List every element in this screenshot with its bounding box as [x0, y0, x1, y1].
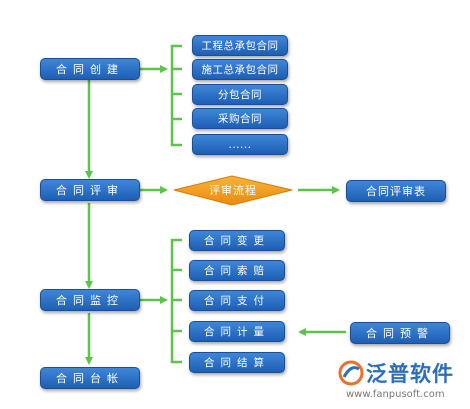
type-more[interactable]: ......	[192, 134, 288, 155]
monitor-claim[interactable]: 合同索赔	[189, 260, 285, 281]
review-process-label: 评审流程	[209, 184, 257, 197]
type-construction-contract[interactable]: 施工总承包合同	[192, 59, 288, 80]
watermark-name: 泛普软件	[366, 362, 454, 386]
step-contract-ledger[interactable]: 合同台帐	[40, 367, 140, 389]
step-contract-create[interactable]: 合同创建	[40, 58, 140, 80]
monitor-metering[interactable]: 合同计量	[189, 321, 285, 342]
monitor-payment[interactable]: 合同支付	[189, 290, 285, 311]
type-subcontract[interactable]: 分包合同	[192, 84, 288, 105]
type-purchase-contract[interactable]: 采购合同	[192, 108, 288, 129]
type-epc-contract[interactable]: 工程总承包合同	[192, 35, 288, 56]
fanpu-logo-icon	[338, 360, 364, 386]
review-result-table[interactable]: 合同评审表	[346, 180, 446, 202]
watermark-url: www.fanpusoft.com	[346, 389, 445, 400]
monitor-settlement[interactable]: 合同结算	[189, 352, 285, 373]
creation-bracket	[170, 44, 182, 147]
step-contract-monitor[interactable]: 合同监控	[40, 289, 140, 311]
review-process-diamond	[173, 175, 293, 206]
fanpu-watermark: 泛普软件 www.fanpusoft.com	[338, 356, 466, 404]
monitor-change[interactable]: 合同变更	[189, 230, 285, 251]
step-contract-review[interactable]: 合同评审	[40, 179, 140, 201]
contract-warning[interactable]: 合同预警	[350, 322, 450, 344]
